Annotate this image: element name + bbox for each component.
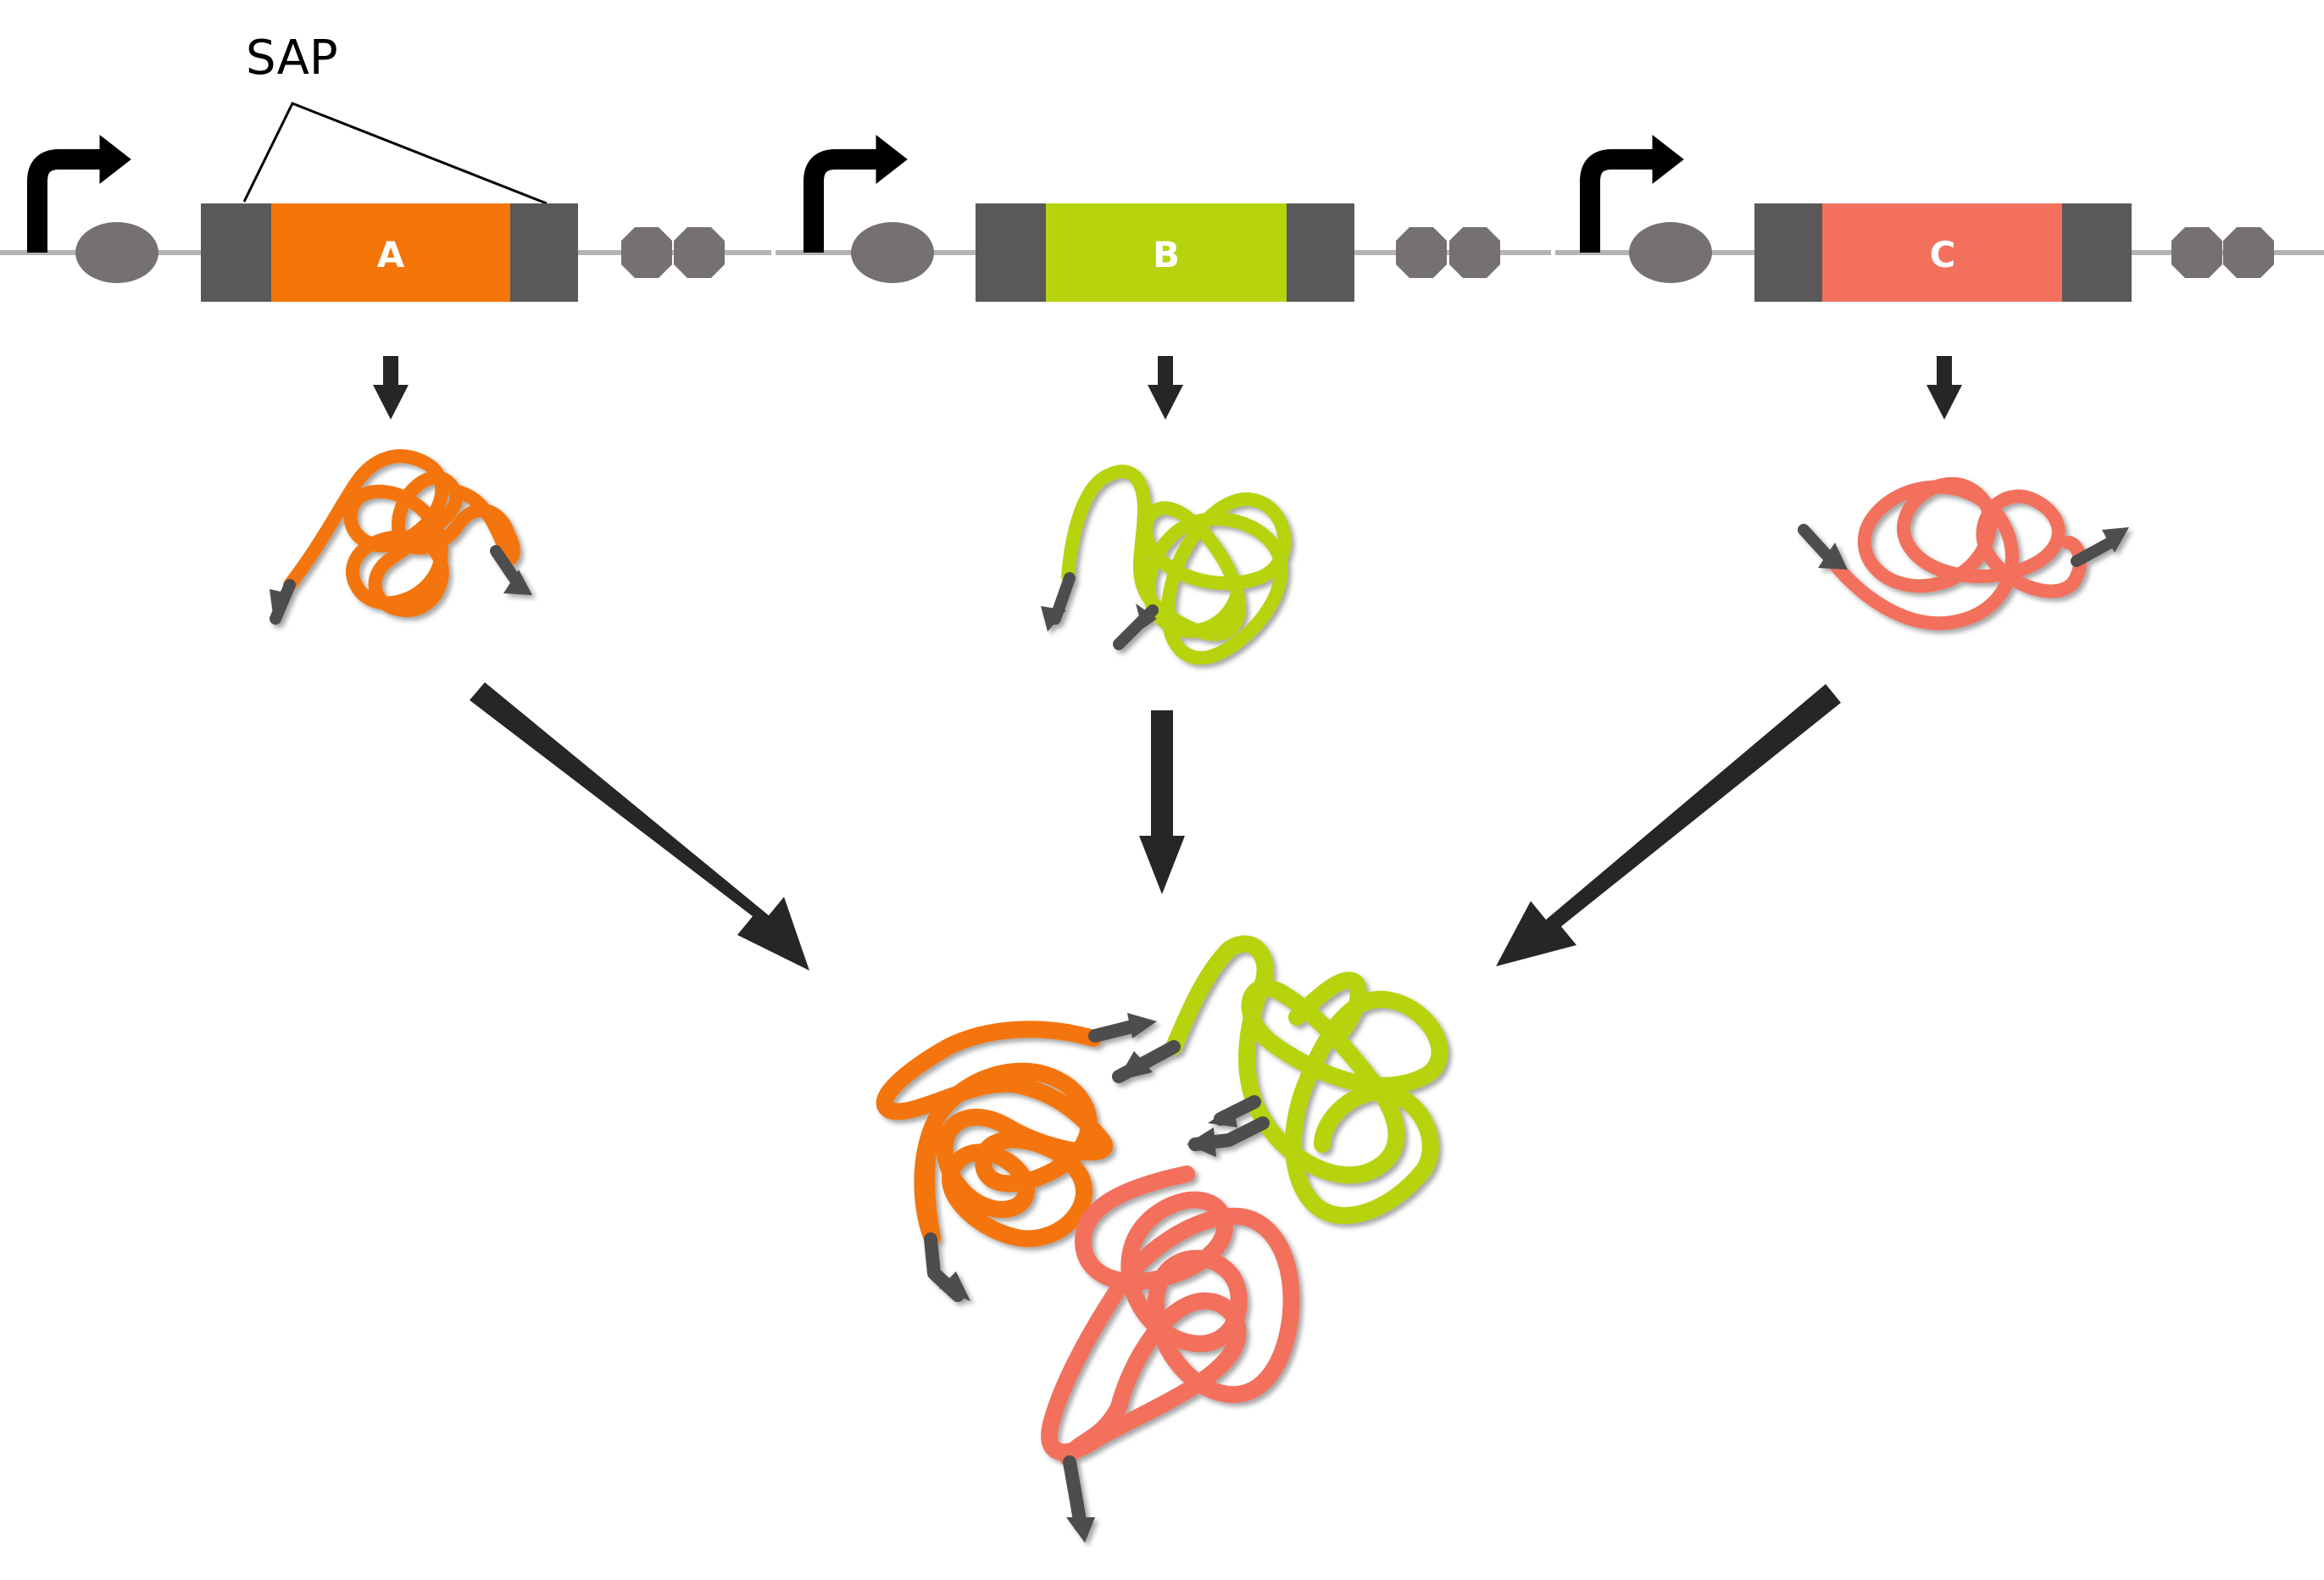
sap-block-left [1754, 203, 1822, 302]
sap-bracket [242, 102, 548, 205]
construct-b: B [776, 136, 1551, 302]
assembly-arrows [470, 682, 1841, 971]
tag-arrow-icon [1208, 1106, 1237, 1127]
rbs-icon [1629, 222, 1712, 283]
tag-arrow-icon [1136, 604, 1157, 629]
cds-label: A [377, 234, 405, 275]
assembled-complex [876, 935, 1448, 1543]
tag-arrow-icon [1127, 1013, 1157, 1038]
sap-block-left [201, 203, 271, 302]
sap-label: SAP [246, 31, 338, 86]
down-arrow-icon [373, 356, 409, 420]
sap-block-right [510, 203, 578, 302]
tag-arrow-icon [503, 570, 532, 595]
cds-label: C [1930, 234, 1956, 275]
tag-arrow-icon [939, 1271, 970, 1301]
tag-arrow-icon [1117, 1051, 1153, 1081]
down-arrow-icon [1148, 356, 1183, 420]
tag-arrow-icon [1041, 606, 1066, 631]
complex-protein-c [1041, 1166, 1300, 1543]
protein-a [270, 449, 532, 625]
sap-block-left [976, 203, 1046, 302]
cds-block [271, 203, 510, 302]
terminator-icon [674, 227, 725, 278]
expression-arrows [373, 356, 1962, 420]
complex-protein-a [876, 1013, 1157, 1302]
sap-block-right [2062, 203, 2132, 302]
complex-protein-b [1112, 935, 1448, 1224]
terminator-icon [1449, 227, 1500, 278]
tag-arrow-icon [270, 589, 288, 615]
peptide-tag [270, 579, 296, 625]
down-arrow-icon [1926, 356, 1962, 420]
construct-a: A [0, 136, 771, 302]
construct-c: C [1555, 136, 2324, 302]
terminator-icon [1396, 227, 1447, 278]
rbs-icon [75, 222, 158, 283]
tag-arrow-icon [1187, 1127, 1216, 1157]
terminator-icon [621, 227, 672, 278]
sap-annotation: SAP [242, 31, 548, 205]
cds-block [1046, 203, 1287, 302]
tag-arrow-icon [2102, 527, 2129, 553]
tag-arrow-icon [1818, 542, 1848, 570]
cds-block [1822, 203, 2062, 302]
protein-c [1798, 476, 2129, 631]
cds-label: B [1153, 234, 1180, 275]
terminator-icon [2171, 227, 2222, 278]
diagonal-arrow-icon [1496, 684, 1841, 966]
sap-block-right [1287, 203, 1354, 302]
terminator-icon [2223, 227, 2274, 278]
rbs-icon [851, 222, 934, 283]
tag-arrow-icon [1066, 1517, 1095, 1543]
protein-b [1041, 465, 1292, 665]
down-arrow-icon [1139, 710, 1185, 894]
diagonal-arrow-icon [470, 682, 809, 971]
